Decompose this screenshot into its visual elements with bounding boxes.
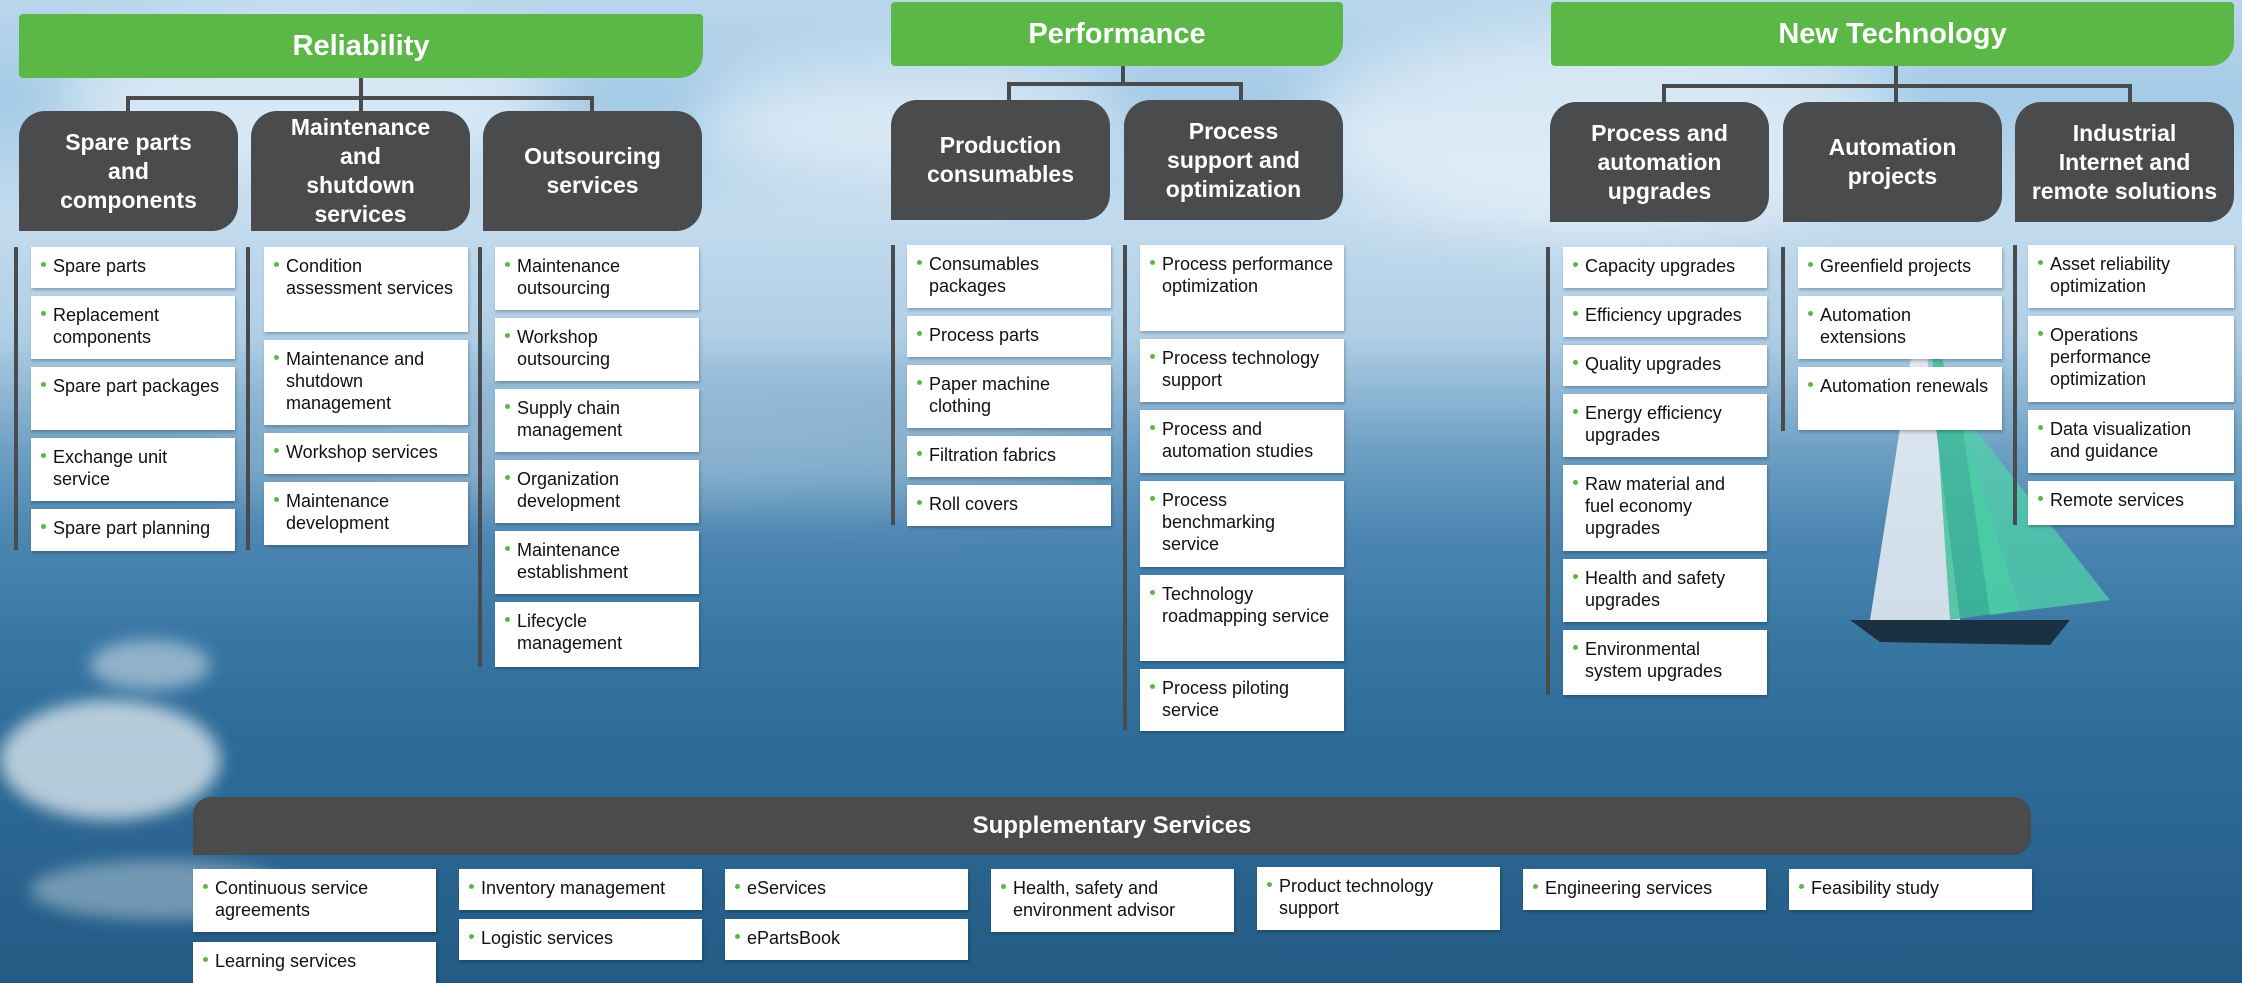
list-item: Spare part planning xyxy=(31,509,235,551)
category-process-support-and-optimization: Process support and optimization xyxy=(1124,100,1343,220)
list-item: Automation extensions xyxy=(1798,296,2002,359)
list-item: Data visualization and guidance xyxy=(2028,410,2234,473)
group-header-performance: Performance xyxy=(891,2,1343,66)
list-item: Workshop outsourcing xyxy=(495,318,699,381)
list-item: eServices xyxy=(725,869,968,910)
list-item: Lifecycle management xyxy=(495,602,699,667)
list-item: Remote services xyxy=(2028,481,2234,525)
group-header-reliability: Reliability xyxy=(19,14,703,78)
list-item: Inventory management xyxy=(459,869,702,910)
list-item: Learning services xyxy=(193,942,436,983)
list-item: Consumables packages xyxy=(907,245,1111,308)
category-production-consumables: Production consumables xyxy=(891,100,1110,220)
list-item: Workshop services xyxy=(264,433,468,474)
list-item: Quality upgrades xyxy=(1563,345,1767,386)
list-item: Maintenance and shutdown management xyxy=(264,340,468,425)
list-item: Process performance optimization xyxy=(1140,245,1344,331)
list-item: Condition assessment services xyxy=(264,247,468,332)
list-item: Process benchmarking service xyxy=(1140,481,1344,567)
list-item: Environmental system upgrades xyxy=(1563,630,1767,695)
list-item: Operations performance optimization xyxy=(2028,316,2234,402)
category-automation-projects: Automation projects xyxy=(1783,102,2002,222)
list-item: Process and automation studies xyxy=(1140,410,1344,473)
list-item: Product technology support xyxy=(1257,867,1500,930)
category-industrial-internet-and-remote-solutions: Industrial Internet and remote solutions xyxy=(2015,102,2234,222)
list-item: Feasibility study xyxy=(1789,869,2032,910)
list-item: Maintenance development xyxy=(264,482,468,545)
list-item: Exchange unit service xyxy=(31,438,235,501)
category-spare-parts-and-components: Spare parts and components xyxy=(19,111,238,231)
list-item: Filtration fabrics xyxy=(907,436,1111,477)
list-item: Efficiency upgrades xyxy=(1563,296,1767,337)
category-maintenance-and-shutdown-services: Maintenance and shutdown services xyxy=(251,111,470,231)
list-item: Raw material and fuel economy upgrades xyxy=(1563,465,1767,551)
list-item: Engineering services xyxy=(1523,869,1766,910)
list-item: Replacement components xyxy=(31,296,235,359)
group-header-new-technology: New Technology xyxy=(1551,2,2234,66)
list-item: Process parts xyxy=(907,316,1111,357)
category-process-and-automation-upgrades: Process and automation upgrades xyxy=(1550,102,1769,222)
list-item: Organization development xyxy=(495,460,699,523)
list-item: Logistic services xyxy=(459,919,702,960)
list-item: Maintenance establishment xyxy=(495,531,699,594)
category-outsourcing-services: Outsourcing services xyxy=(483,111,702,231)
list-item: Health, safety and environment advisor xyxy=(991,869,1234,932)
supplementary-services-header: Supplementary Services xyxy=(193,797,2031,855)
list-item: Roll covers xyxy=(907,485,1111,526)
list-item: Greenfield projects xyxy=(1798,247,2002,288)
list-item: Paper machine clothing xyxy=(907,365,1111,428)
list-item: Continuous service agreements xyxy=(193,869,436,932)
list-item: Process piloting service xyxy=(1140,669,1344,731)
list-item: Health and safety upgrades xyxy=(1563,559,1767,622)
list-item: ePartsBook xyxy=(725,919,968,960)
list-item: Energy efficiency upgrades xyxy=(1563,394,1767,457)
list-item: Automation renewals xyxy=(1798,367,2002,430)
list-item: Maintenance outsourcing xyxy=(495,247,699,310)
list-item: Capacity upgrades xyxy=(1563,247,1767,288)
list-item: Asset reliability optimization xyxy=(2028,245,2234,308)
list-item: Spare parts xyxy=(31,247,235,288)
list-item: Process technology support xyxy=(1140,339,1344,402)
list-item: Supply chain management xyxy=(495,389,699,452)
list-item: Technology roadmapping service xyxy=(1140,575,1344,661)
list-item: Spare part packages xyxy=(31,367,235,430)
